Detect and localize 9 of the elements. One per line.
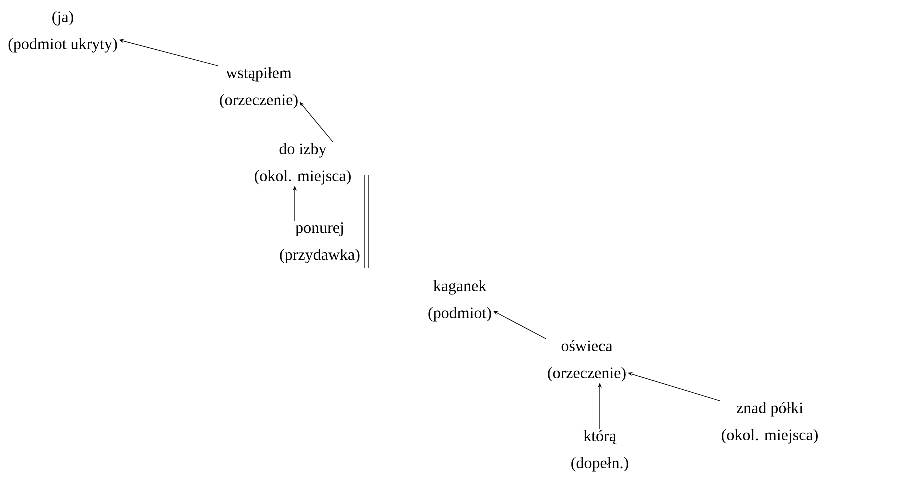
arrow [300,102,334,142]
word-label: wstąpiłem (orzeczenie) [220,67,298,109]
word-label: którą (dopełn.) [572,430,628,472]
word-label: ponurej (przydawka) [280,222,360,264]
word-label: kaganek (podmiot) [428,280,492,322]
word-label: oświeca (orzeczenie) [548,340,626,382]
word-label: do izby (okol. miejsca) [255,143,351,185]
word-label: znad półki (okol. miejsca) [722,402,818,444]
word-label: (ja) (podmiot ukryty) [8,11,118,53]
